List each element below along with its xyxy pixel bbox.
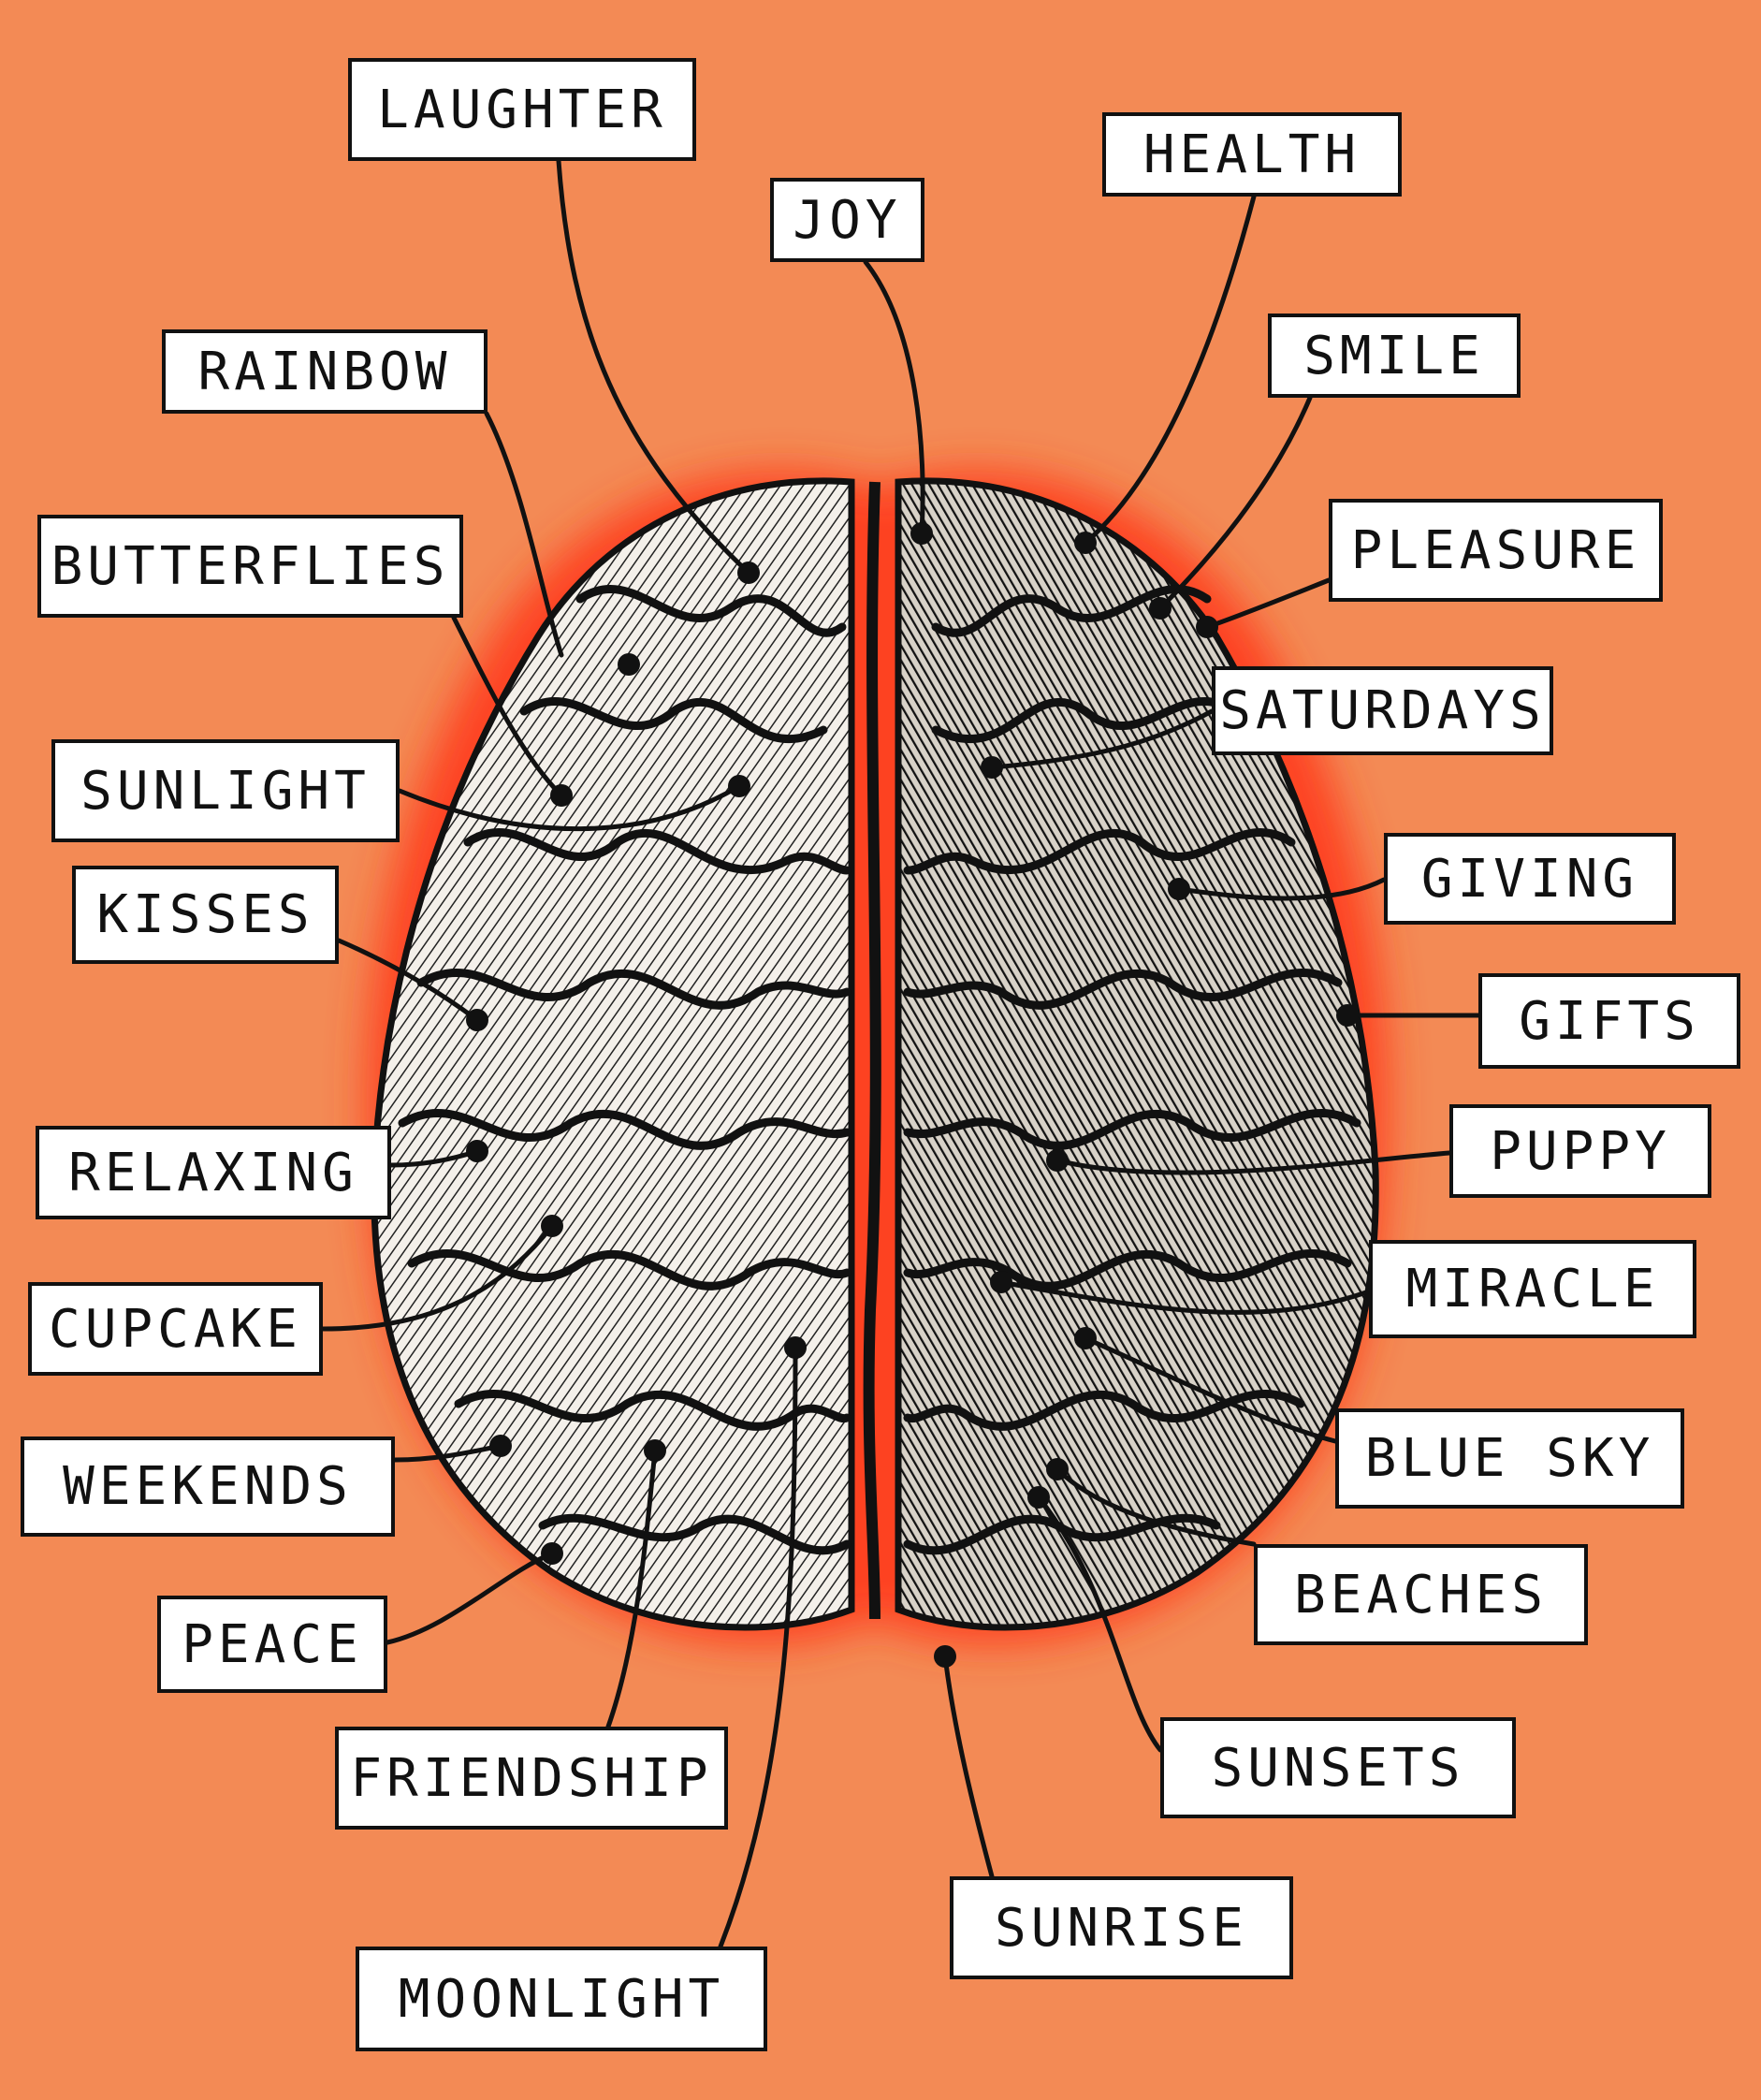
label-sunlight: SUNLIGHT xyxy=(51,739,400,842)
leader-dot-cupcake xyxy=(541,1215,563,1237)
leader-dot-moonlight xyxy=(784,1336,807,1359)
label-health: HEALTH xyxy=(1102,112,1402,197)
leader-line-laughter xyxy=(556,158,751,576)
label-blue-sky: BLUE SKY xyxy=(1335,1408,1684,1509)
label-cupcake: CUPCAKE xyxy=(28,1282,323,1376)
label-laughter: LAUGHTER xyxy=(348,58,696,161)
leader-line-smile xyxy=(1157,395,1313,611)
leader-dot-miracle xyxy=(990,1271,1012,1293)
leader-dot-friendship xyxy=(644,1439,666,1462)
leader-dot-peace xyxy=(541,1542,563,1565)
right-hemisphere xyxy=(895,477,1379,1631)
label-giving: GIVING xyxy=(1384,833,1676,925)
label-moonlight: MOONLIGHT xyxy=(356,1947,767,2051)
leader-dot-blue-sky xyxy=(1074,1327,1097,1349)
leader-dot-butterflies xyxy=(550,784,573,807)
leader-line-sunsets xyxy=(1036,1495,1163,1753)
leader-dot-relaxing xyxy=(466,1140,488,1162)
leader-line-giving xyxy=(1176,877,1387,901)
label-friendship: FRIENDSHIP xyxy=(335,1727,728,1830)
label-rainbow: RAINBOW xyxy=(162,329,488,414)
brain-folds xyxy=(398,585,1361,1555)
leader-dot-sunsets xyxy=(1027,1486,1050,1509)
label-weekends: WEEKENDS xyxy=(21,1436,395,1537)
leader-dot-sunlight xyxy=(728,775,750,797)
label-smile: SMILE xyxy=(1268,314,1521,398)
leader-dot-rainbow xyxy=(618,653,640,676)
central-fissure xyxy=(863,481,881,1620)
leader-line-sunrise xyxy=(942,1654,995,1879)
label-miracle: MIRACLE xyxy=(1369,1240,1696,1338)
leader-dot-laughter xyxy=(737,561,760,584)
leader-line-health xyxy=(1083,194,1257,546)
leader-line-butterflies xyxy=(451,615,564,798)
leader-line-puppy xyxy=(1055,1150,1452,1175)
leader-line-rainbow xyxy=(484,411,564,658)
leader-line-moonlight xyxy=(718,1345,798,1949)
leader-line-kisses xyxy=(336,938,480,1023)
leader-line-beaches xyxy=(1055,1466,1257,1547)
leader-line-cupcake xyxy=(320,1223,555,1332)
leader-dot-health xyxy=(1074,532,1097,554)
leader-dot-smile xyxy=(1149,597,1172,620)
leader-dot-giving xyxy=(1168,878,1190,900)
leader-line-blue-sky xyxy=(1083,1335,1338,1444)
label-joy: JOY xyxy=(770,178,924,262)
leader-line-friendship xyxy=(605,1448,658,1729)
leader-lines xyxy=(320,158,1481,1949)
leader-dot-pleasure xyxy=(1196,616,1218,638)
leader-line-saturdays xyxy=(989,708,1215,770)
label-kisses: KISSES xyxy=(72,866,339,964)
label-saturdays: SATURDAYS xyxy=(1212,666,1553,755)
label-butterflies: BUTTERFLIES xyxy=(37,515,463,618)
leader-line-peace xyxy=(385,1551,555,1645)
label-sunsets: SUNSETS xyxy=(1160,1717,1516,1818)
leader-dot-sunrise xyxy=(934,1645,956,1668)
label-gifts: GIFTS xyxy=(1478,973,1740,1069)
label-sunrise: SUNRISE xyxy=(950,1876,1293,1979)
leader-dot-gifts xyxy=(1336,1004,1359,1027)
leader-dot-joy xyxy=(910,522,933,545)
leader-dot-puppy xyxy=(1046,1149,1069,1172)
label-pleasure: PLEASURE xyxy=(1329,499,1663,602)
leader-line-miracle xyxy=(998,1279,1372,1315)
label-beaches: BEACHES xyxy=(1254,1544,1588,1645)
leader-dot-saturdays xyxy=(981,756,1003,779)
leader-dot-kisses xyxy=(466,1009,488,1031)
leader-dot-beaches xyxy=(1046,1458,1069,1480)
label-relaxing: RELAXING xyxy=(36,1126,391,1219)
label-peace: PEACE xyxy=(157,1596,387,1693)
leader-line-joy xyxy=(863,259,925,536)
leader-dot-weekends xyxy=(489,1435,512,1457)
label-puppy: PUPPY xyxy=(1449,1104,1711,1198)
leader-line-sunlight xyxy=(397,783,742,832)
